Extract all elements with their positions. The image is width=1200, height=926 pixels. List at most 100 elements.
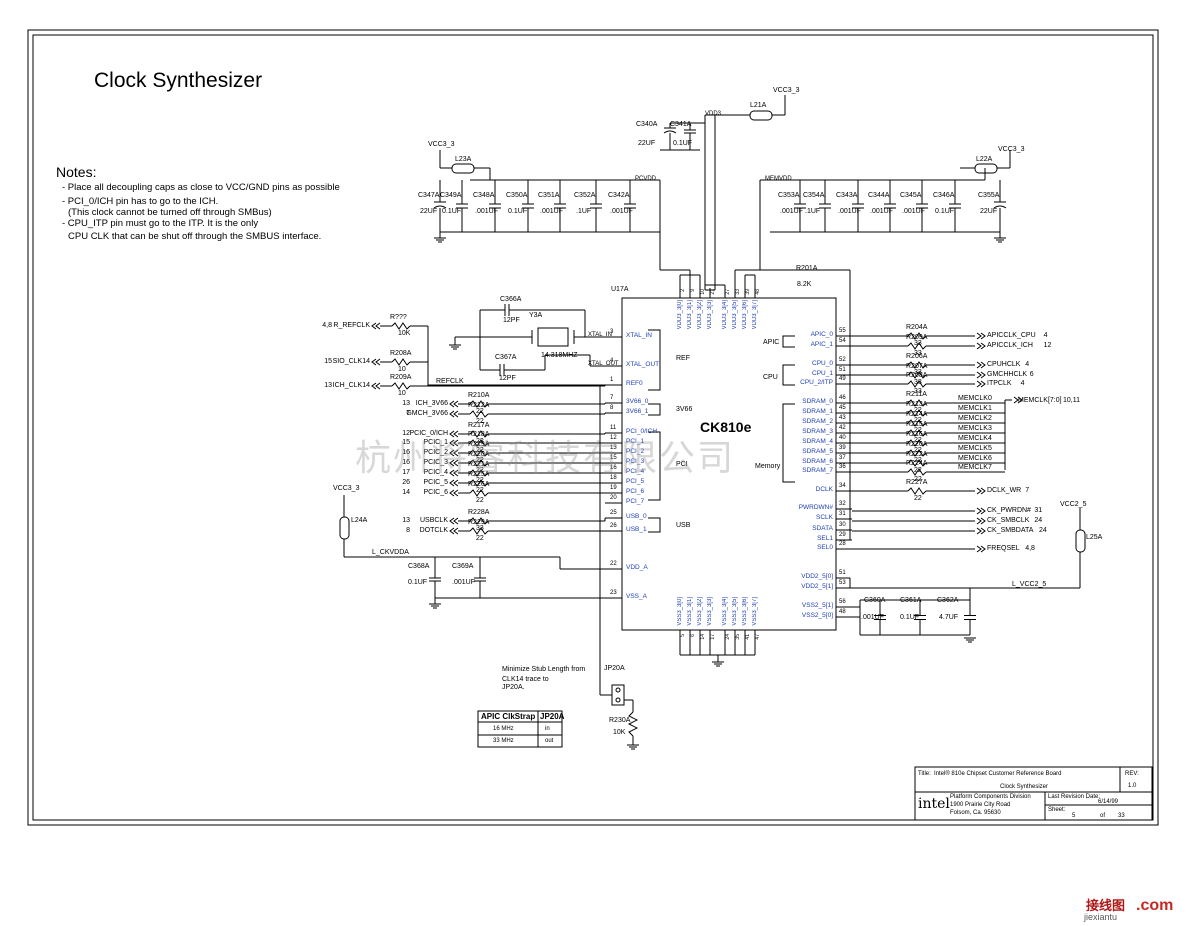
strap-row1-val: in: [545, 726, 550, 732]
3v66-bracket: [648, 403, 661, 416]
c368a-val: 0.1UF: [408, 579, 428, 586]
right-sig-name-2: CPUHCLK: [987, 361, 1021, 368]
right-sig-res-10: [907, 449, 927, 457]
left-sig-arrow-4: [449, 410, 459, 418]
left-sig-arrow-3: [449, 400, 459, 408]
right-sig-name-11: MEMCLK6: [958, 455, 992, 462]
c369a-ref: C369A: [452, 563, 474, 570]
pin-name-bottom-6: VSS3_3[6]: [742, 597, 748, 626]
c340a-ref: C340A: [636, 121, 658, 128]
ref-bracket: [648, 329, 661, 391]
right-sig-res-7: [907, 419, 927, 427]
r230a-resistor: [627, 711, 639, 737]
left-sig-pre-6: 15: [402, 439, 410, 446]
pin-num-bottom-3: 17: [710, 634, 716, 640]
cap-right-ref-2: C343A: [836, 192, 858, 199]
strap-row2-val: out: [545, 738, 554, 744]
left-sig-arrow-1: [371, 358, 381, 366]
c369a-val: .001UF: [452, 579, 475, 586]
chip-ref: U17A: [611, 286, 629, 293]
left-sig-res-ref-11: R226A: [468, 481, 490, 488]
right-sig-res-4: [907, 380, 927, 388]
c340a-val: 22UF: [638, 140, 656, 147]
left-sig-name-2: ICH_CLK14: [332, 382, 370, 389]
right-signal-wires: [836, 330, 1023, 553]
right-sig-res-1: [907, 342, 927, 350]
right-sig-res-val-8: 22: [914, 437, 922, 444]
tb-date-value: 6/14/99: [1098, 799, 1119, 805]
right-sig-res-12: [907, 468, 927, 476]
tb-sheet-label: Sheet:: [1048, 807, 1066, 813]
l25a-ferrite: [1075, 529, 1086, 553]
pin-num-left-3: 7: [610, 395, 614, 401]
title-block: [914, 766, 1153, 821]
pin-num-right-8: 42: [839, 425, 846, 431]
c340-plate2: [663, 130, 677, 134]
pin-num-left-1: 4: [610, 358, 614, 364]
pin-name-right-12: SDRAM_7: [802, 467, 833, 474]
pin-name-left-15: VDD_A: [626, 564, 648, 571]
xtal-out-net: XTAL_OUT: [588, 361, 619, 367]
cap-right-ref-5: C346A: [933, 192, 955, 199]
pin-num-bottom-4: 24: [725, 634, 731, 640]
pin-name-left-13: USB_0: [626, 513, 647, 520]
left-sig-name-0: R_REFCLK: [333, 322, 370, 329]
pin-name-right-21: VSS2_5[1]: [801, 602, 833, 609]
left-sig-pre-11: 14: [402, 489, 410, 496]
left-sig-res-10: [469, 479, 489, 487]
right-sig-res-val-3: 33: [914, 379, 922, 386]
r201a-val: 8.2K: [797, 281, 812, 288]
jp20a-pin2: [615, 697, 621, 703]
right-sig-name-4: ITPCLK: [987, 380, 1012, 387]
pin-name-right-19: VDD2_5[0]: [801, 573, 833, 580]
pin-num-right-0: 55: [839, 328, 846, 334]
crystal-freq: 14.318MHZ: [541, 352, 578, 359]
pin-name-left-8: PCI_3: [626, 458, 645, 465]
right-sig-res-ref-7: R214A: [906, 411, 928, 418]
left-sig-name-10: PCIC_5: [423, 479, 448, 486]
l22a-ferrite: [974, 163, 998, 174]
c362a-ref: C362A: [937, 597, 959, 604]
pin-num-right-19: 51: [839, 570, 846, 576]
gnd-right-symbol: [994, 237, 1006, 243]
logo-pinyin: jiexiantu: [1084, 912, 1118, 922]
pin-num-right-9: 40: [839, 435, 846, 441]
cap-right-val-4: .001UF: [902, 208, 925, 215]
pin-name-right-16: SDATA: [812, 525, 833, 532]
pin-num-right-7: 43: [839, 415, 846, 421]
left-sig-res-3: [469, 400, 489, 408]
left-sig-res-12: [469, 517, 489, 525]
pin-name-bottom-0: VSS3_3[0]: [677, 597, 683, 626]
tb-date-label: Last Revision Date:: [1048, 794, 1101, 800]
watermark-text: 杭州将睿科技有限公司: [355, 437, 736, 478]
left-sig-arrow-7: [449, 449, 459, 457]
right-sig-res-0: [907, 332, 927, 340]
right-sig-res-val-0: 33: [914, 340, 922, 347]
cap-right-val-1: .1UF: [805, 208, 821, 215]
right-sig-name-1: APICCLK_ICH: [987, 342, 1033, 349]
pin-num-right-15: 31: [839, 511, 846, 517]
left-sig-res-ref-0: R???: [390, 314, 407, 321]
tb-division: Platform Components Division: [950, 794, 1031, 800]
right-sig-res-val-10: 22: [914, 457, 922, 464]
pin-num-left-0: 3: [610, 329, 614, 335]
tb-sheet-value: 5: [1072, 813, 1076, 819]
pin-name-left-2: REF0: [626, 380, 643, 387]
xtal-in-net: XTAL_IN: [588, 332, 612, 338]
cap-right-val-5: 0.1UF: [935, 208, 955, 215]
cap-right-val-2: .001UF: [838, 208, 861, 215]
crystal-body: [537, 327, 569, 347]
gnd-left-symbol: [434, 237, 446, 243]
tb-title-label: Title:: [918, 771, 931, 777]
right-sig-res-11: [907, 459, 927, 467]
pin-num-left-6: 12: [610, 435, 617, 441]
pin-name-bottom-4: VSS3_3[4]: [722, 597, 728, 626]
left-sig-res-ref-9: R221A: [468, 461, 490, 468]
right-sig-name-15: CK_SMBCLK: [987, 517, 1030, 524]
cap-right-6-plate2: [993, 205, 1007, 209]
note-line-3: (This clock cannot be turned off through…: [68, 207, 272, 218]
left-sig-res-val-13: 22: [476, 535, 484, 542]
cap-left-val-1: 0.1UF: [442, 208, 462, 215]
left-sig-arrow-13: [449, 527, 459, 535]
